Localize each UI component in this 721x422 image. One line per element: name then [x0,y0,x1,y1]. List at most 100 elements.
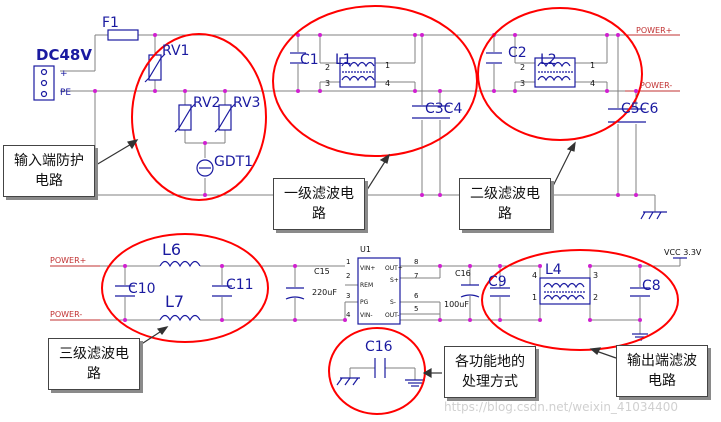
pin-l2-2: 2 [520,63,525,72]
ellipse-stage3 [101,233,269,343]
ellipse-output [481,249,679,351]
label-plus: + [60,69,68,79]
u1-pin-s-minus: S- [390,299,396,306]
callout-stage2-filter-text: 二级滤波电路 [470,186,540,222]
choke-l1 [339,57,376,88]
highlight-ellipses [101,5,679,415]
u1-pin-rem: REM [360,282,373,289]
callout-stage1-filter: 一级滤波电路 [273,178,365,230]
label-c2: C2 [508,45,527,61]
label-vcc: VCC 3.3V [664,248,702,257]
callout-stage2-filter: 二级滤波电路 [459,178,551,230]
u1-pin-vin-minus: VIN- [360,312,373,319]
inductor-l7 [159,314,201,322]
pin-l2-1: 1 [590,61,595,70]
label-c3c4: C3C4 [425,101,462,117]
u1-num-7: 7 [414,272,418,280]
label-l1: L1 [335,52,352,68]
label-rv2: RV2 [193,95,220,111]
top-wires [60,34,680,212]
pin-l1-1: 1 [385,61,390,70]
label-c10: C10 [128,281,156,297]
label-c16-bottom: C16 [365,339,393,355]
pin-l2-3: 3 [520,79,525,88]
label-u1: U1 [360,245,371,254]
callout-stage3-filter: 三级滤波电路 [48,338,140,390]
u1-num-8: 8 [414,258,418,266]
module-u1 [357,257,401,325]
pin-l1-2: 2 [325,63,330,72]
callout-output-filter: 输出端滤波电路 [616,345,708,397]
u1-num-3: 3 [346,292,350,300]
bottom-wires [50,258,681,380]
label-c1: C1 [300,52,319,68]
label-rv3: RV3 [233,95,260,111]
gdt1-symbol [196,159,214,177]
ellipse-input-protection [131,33,267,201]
callout-input-protection-text: 输入端防护电路 [14,153,84,189]
callout-output-filter-text: 输出端滤波电路 [627,353,697,389]
label-c15: C15 [314,267,330,276]
ellipse-stage1 [272,5,478,157]
label-l2: L2 [540,52,557,68]
callout-input-protection: 输入端防护电路 [3,145,95,197]
connector-block [33,65,55,101]
watermark-text: https://blog.csdn.net/weixin_41034400 [444,400,679,414]
varistor-rv3 [218,104,232,131]
label-l6: L6 [162,240,181,259]
label-pe: PE [60,88,71,98]
pin-l4-1: 1 [532,293,537,302]
varistor-rv2 [178,104,192,131]
label-dc48v: DC48V [36,46,92,64]
pin-l4-2: 2 [593,293,598,302]
callout-ground-handling-text: 各功能地的处理方式 [455,354,525,390]
label-c11: C11 [226,277,254,293]
label-power-minus-bottom: POWER- [50,310,82,319]
label-power-plus-bottom: POWER+ [50,256,86,265]
u1-pin-vin-plus: VIN+ [360,265,375,272]
label-c8: C8 [642,278,661,294]
ellipse-stage2 [477,7,643,141]
pin-l1-4: 4 [385,79,390,88]
label-c9: C9 [488,274,507,290]
pin-l2-4: 4 [590,79,595,88]
label-f1: F1 [102,15,119,31]
callout-ground-handling: 各功能地的处理方式 [444,346,536,398]
u1-num-5: 5 [414,305,418,313]
bottom-components [115,257,687,387]
u1-num-1: 1 [346,258,350,266]
top-components [33,29,667,220]
label-power-plus-top: POWER+ [636,26,672,35]
u1-num-4: 4 [346,311,351,319]
label-rv1: RV1 [162,43,189,59]
u1-pin-pg: PG [360,299,369,306]
choke-l2 [534,57,576,88]
pin-l4-3: 3 [593,271,598,280]
labels-bottom: POWER+ POWER- L6 L7 C10 C11 C15 220uF U1… [50,240,702,355]
label-l7: L7 [165,292,184,311]
label-gdt1: GDT1 [214,154,253,170]
u1-pin-out-plus: OUT+ [385,265,403,272]
label-c16: C16 [455,269,471,278]
label-c15-value: 220uF [312,288,337,297]
choke-l4 [539,277,591,305]
labels-top: DC48V + PE F1 RV1 RV2 RV3 GDT1 C1 L1 2 1… [36,15,672,170]
power-lines-bottom [50,265,100,321]
u1-num-6: 6 [414,292,419,300]
callout-stage3-filter-text: 三级滤波电路 [59,346,129,382]
pin-l1-3: 3 [325,79,330,88]
u1-pin-s-plus: S+ [390,277,399,284]
label-c16-value: 100uF [444,300,469,309]
u1-num-2: 2 [346,272,350,280]
label-c5c6: C5C6 [621,101,658,117]
callout-stage1-filter-text: 一级滤波电路 [284,186,354,222]
fuse-f1 [107,29,139,41]
label-power-minus-top: POWER- [640,81,672,90]
junction-dots-top [93,33,638,197]
pin-l4-4: 4 [532,271,537,280]
u1-pin-out-minus: OUT- [385,312,399,319]
inductor-l6 [159,260,201,268]
ellipse-ground [328,327,426,415]
junction-dots-bottom [123,264,642,322]
